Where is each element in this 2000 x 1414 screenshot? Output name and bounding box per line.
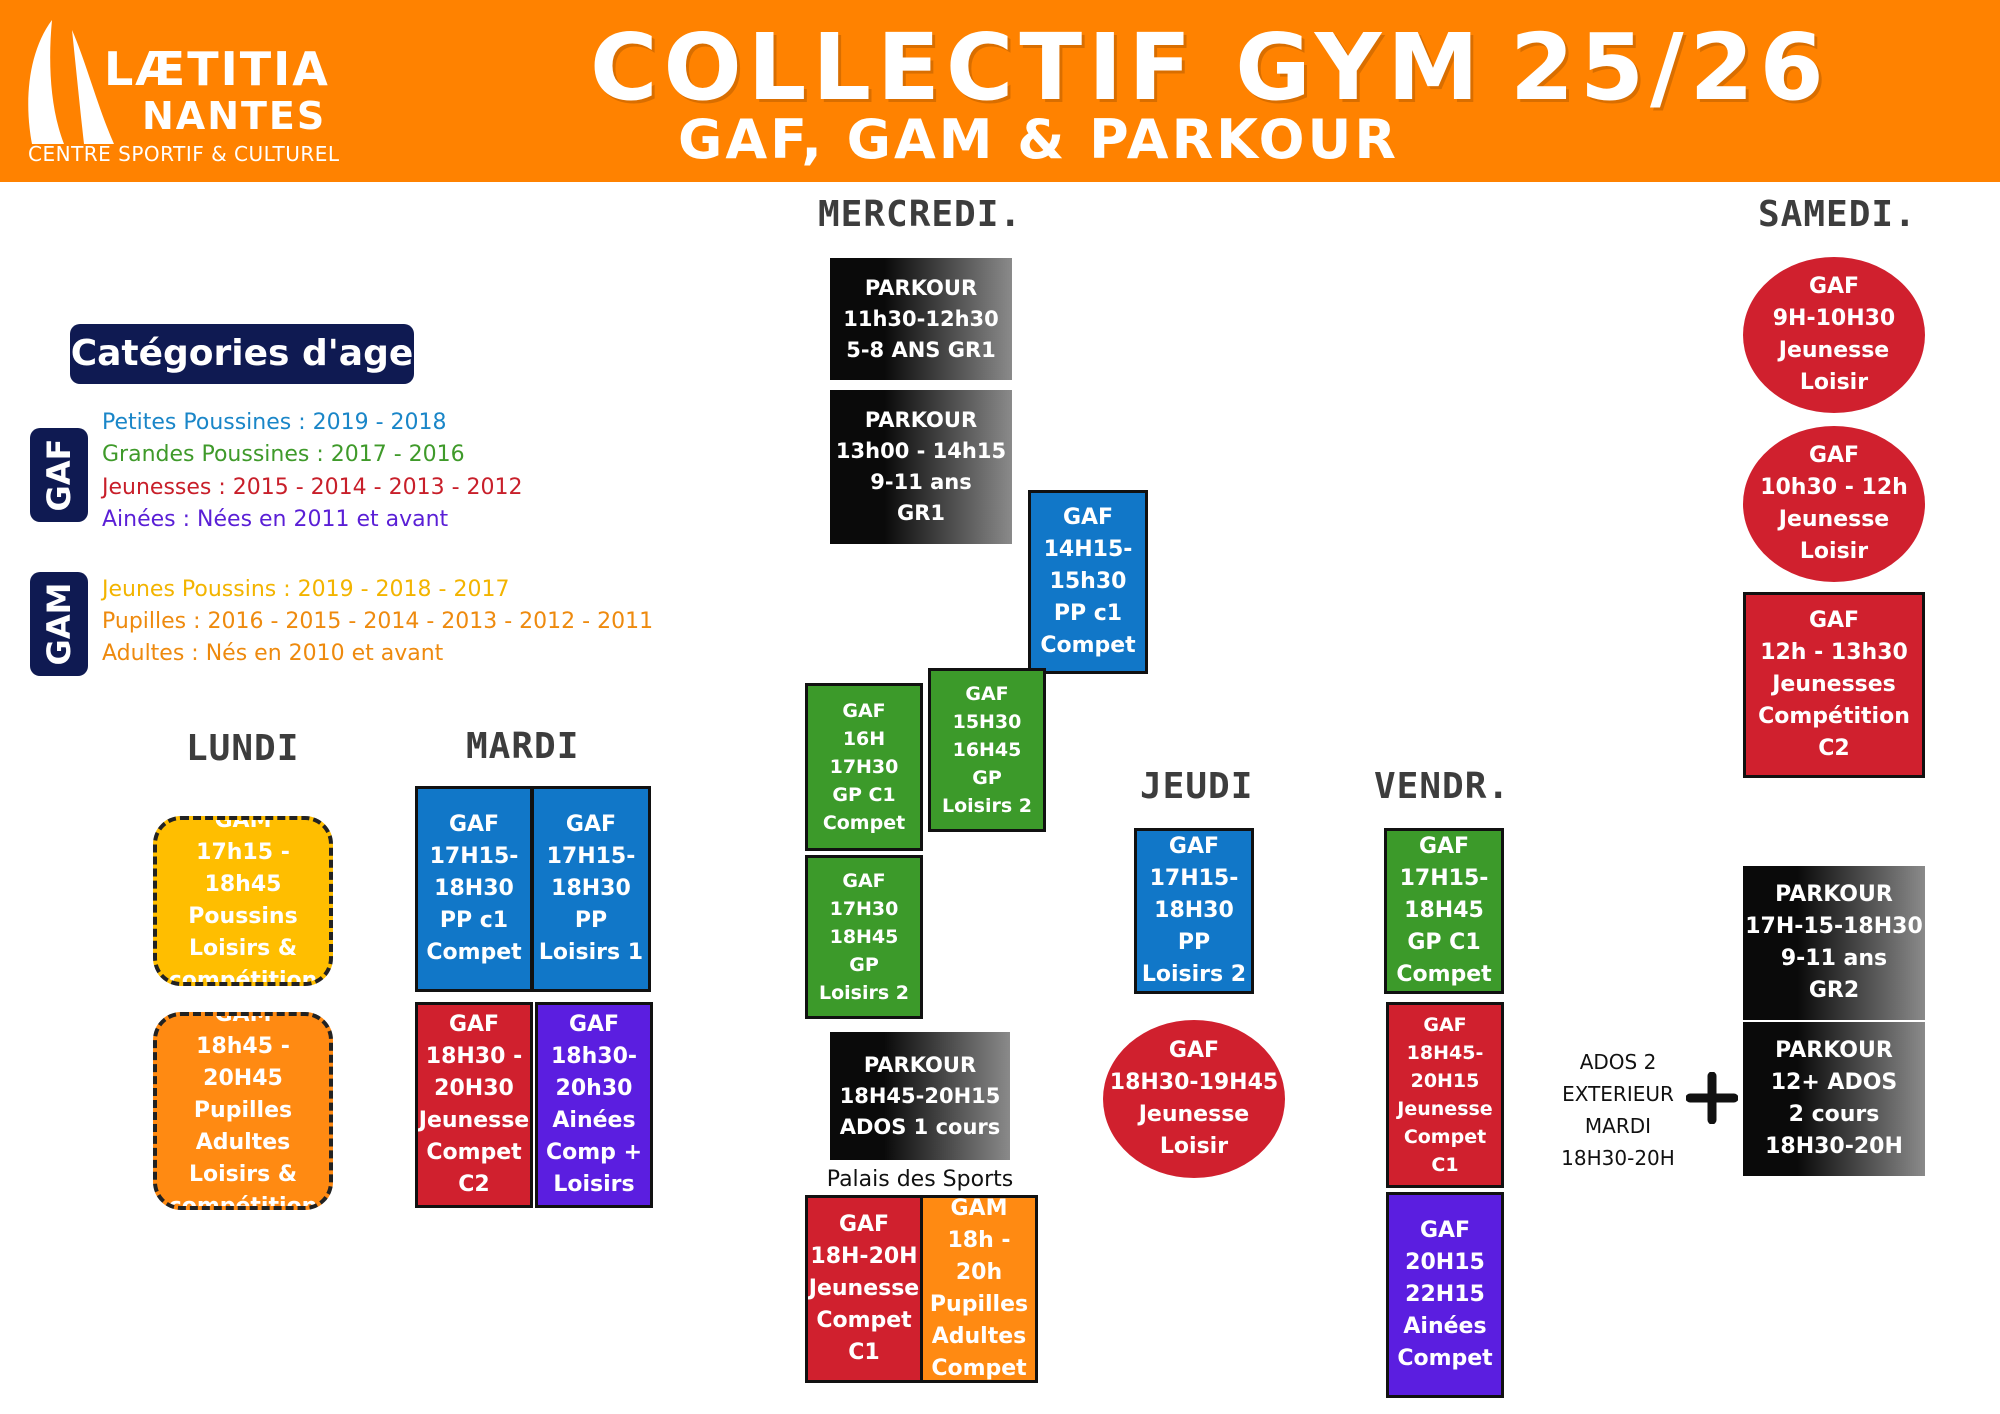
season-label: 25/26 bbox=[1510, 14, 1830, 121]
session-mercredi-gaf-gp-loisirs-1545[interactable]: GAF 15H30 16H45 GP Loisirs 2 bbox=[928, 668, 1046, 832]
location-note: Palais des Sports bbox=[826, 1167, 1014, 1192]
category-line: Jeunes Poussins : 2019 - 2018 - 2017 bbox=[102, 577, 510, 602]
day-label-samedi: SAMEDI. bbox=[1758, 194, 1917, 235]
day-label-mardi: MARDI bbox=[466, 726, 580, 767]
gaf-badge: GAF bbox=[30, 428, 88, 522]
day-label-lundi: LUNDI bbox=[186, 728, 300, 769]
session-lundi-gam-poussins[interactable]: GAM 17h15 - 18h45 Poussins Loisirs & com… bbox=[153, 816, 333, 986]
session-mardi-gaf-pp-c1[interactable]: GAF 17H15- 18H30 PP c1 Compet bbox=[415, 786, 533, 992]
session-lundi-gam-pupilles[interactable]: GAM 18h45 - 20H45 Pupilles Adultes Loisi… bbox=[153, 1012, 333, 1210]
session-mercredi-gaf-jeunesse-c1[interactable]: GAF 18H-20H Jeunesse Compet C1 bbox=[805, 1195, 923, 1383]
day-label-mercredi: MERCREDI. bbox=[818, 194, 1023, 235]
gam-badge-label: GAM bbox=[40, 582, 78, 666]
session-vendredi-gaf-jeunesse-c1[interactable]: GAF 18H45- 20H15 Jeunesse Compet C1 bbox=[1386, 1002, 1504, 1188]
session-mercredi-parkour-5-8[interactable]: PARKOUR 11h30-12h30 5-8 ANS GR1 bbox=[830, 258, 1012, 380]
page-title: COLLECTIF GYM bbox=[590, 14, 1485, 121]
category-line: Adultes : Nés en 2010 et avant bbox=[102, 641, 444, 666]
session-mardi-gaf-pp-loisirs[interactable]: GAF 17H15- 18H30 PP Loisirs 1 bbox=[531, 786, 651, 992]
session-vendredi-gaf-ainees[interactable]: GAF 20H15 22H15 Ainées Compet bbox=[1386, 1192, 1504, 1398]
ados-exterieur-note: ADOS 2 EXTERIEUR MARDI 18H30-20H bbox=[1561, 1050, 1675, 1170]
plus-icon bbox=[1686, 1072, 1738, 1124]
gaf-badge-label: GAF bbox=[40, 438, 78, 512]
page-subtitle: GAF, GAM & PARKOUR bbox=[678, 108, 1399, 171]
session-samedi-gaf-9h[interactable]: GAF 9H-10H30 Jeunesse Loisir bbox=[1743, 257, 1925, 413]
session-mercredi-parkour-9-11[interactable]: PARKOUR 13h00 - 14h15 9-11 ans GR1 bbox=[830, 390, 1012, 544]
session-mercredi-gaf-pp-c1[interactable]: GAF 14H15- 15h30 PP c1 Compet bbox=[1028, 490, 1148, 674]
session-jeudi-gaf-pp-loisirs[interactable]: GAF 17H15- 18H30 PP Loisirs 2 bbox=[1134, 828, 1254, 994]
sail-logo-icon bbox=[28, 20, 114, 144]
header-banner: LÆTITIA NANTES CENTRE SPORTIF & CULTUREL… bbox=[0, 0, 2000, 182]
category-line: Petites Poussines : 2019 - 2018 bbox=[102, 410, 447, 435]
logo-tagline: CENTRE SPORTIF & CULTUREL bbox=[28, 142, 340, 166]
session-mercredi-gaf-gp-loisirs-1730[interactable]: GAF 17H30 18H45 GP Loisirs 2 bbox=[805, 855, 923, 1019]
category-line: Jeunesses : 2015 - 2014 - 2013 - 2012 bbox=[102, 475, 523, 500]
session-mercredi-gam-pupilles[interactable]: GAM 18h - 20h Pupilles Adultes Compet bbox=[920, 1195, 1038, 1383]
session-samedi-parkour-9-11[interactable]: PARKOUR 17H-15-18H30 9-11 ans GR2 bbox=[1743, 866, 1925, 1020]
session-samedi-parkour-ados[interactable]: PARKOUR 12+ ADOS 2 cours 18H30-20H bbox=[1743, 1022, 1925, 1176]
session-vendredi-gaf-gp-c1[interactable]: GAF 17H15- 18H45 GP C1 Compet bbox=[1384, 828, 1504, 994]
day-label-vendredi: VENDR. bbox=[1374, 766, 1511, 807]
session-jeudi-gaf-jeunesse-loisir[interactable]: GAF 18H30-19H45 Jeunesse Loisir bbox=[1103, 1020, 1285, 1178]
age-categories-title: Catégories d'age : bbox=[70, 324, 414, 434]
session-samedi-gaf-jeunesses-c2[interactable]: GAF 12h - 13h30 Jeunesses Compétition C2 bbox=[1743, 592, 1925, 778]
category-line: Ainées : Nées en 2011 et avant bbox=[102, 507, 449, 532]
session-mercredi-gaf-gp-c1[interactable]: GAF 16H 17H30 GP C1 Compet bbox=[805, 683, 923, 851]
logo-name: LÆTITIA bbox=[104, 42, 330, 96]
day-label-jeudi: JEUDI bbox=[1140, 766, 1254, 807]
logo-city: NANTES bbox=[142, 94, 327, 138]
session-mercredi-parkour-ados[interactable]: PARKOUR 18H45-20H15 ADOS 1 cours bbox=[830, 1032, 1010, 1160]
category-line: Grandes Poussines : 2017 - 2016 bbox=[102, 442, 465, 467]
category-line: Pupilles : 2016 - 2015 - 2014 - 2013 - 2… bbox=[102, 609, 654, 634]
session-mardi-gaf-jeunesse-c2[interactable]: GAF 18H30 - 20H30 Jeunesse Compet C2 bbox=[415, 1002, 533, 1208]
session-mardi-gaf-ainees[interactable]: GAF 18h30- 20h30 Ainées Comp + Loisirs bbox=[535, 1002, 653, 1208]
gam-badge: GAM bbox=[30, 572, 88, 676]
session-samedi-gaf-10h30[interactable]: GAF 10h30 - 12h Jeunesse Loisir bbox=[1743, 426, 1925, 582]
